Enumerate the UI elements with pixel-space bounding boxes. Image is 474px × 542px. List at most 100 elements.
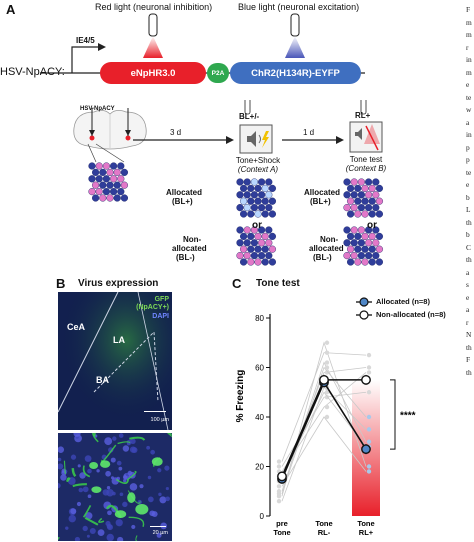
allocated-sub-2: (BL+) xyxy=(310,197,331,206)
cell-cluster-allocated-bl xyxy=(236,178,277,218)
enphr-gene-box: eNpHR3.0 xyxy=(100,62,206,84)
scale-bar-1 xyxy=(144,410,166,412)
p2a-gene-box: P2A xyxy=(207,63,229,83)
significance-bracket xyxy=(390,379,396,450)
scale-label-2: 20 µm xyxy=(152,530,168,536)
blue-light-label: Blue light (neuronal excitation) xyxy=(238,2,360,12)
subject-point xyxy=(366,370,372,375)
cropped-text-line: r xyxy=(466,317,469,327)
subject-point xyxy=(324,390,330,395)
promoter-label: IE4/5 xyxy=(76,36,95,45)
cropped-text-line: w xyxy=(466,105,472,114)
subject-point xyxy=(276,491,282,496)
subject-point xyxy=(324,370,330,375)
nonalloc-label-2a: Non- xyxy=(320,235,339,244)
subject-line xyxy=(281,372,367,472)
subject-point xyxy=(324,395,330,400)
subject-point xyxy=(324,360,330,365)
cropped-text-line: s xyxy=(466,280,469,289)
subject-point xyxy=(366,414,372,420)
cropped-text-line: e xyxy=(466,180,470,189)
cropped-text-line: C xyxy=(466,242,471,252)
allocated-label-1: Allocated xyxy=(166,188,203,197)
cropped-text-line: te xyxy=(466,92,472,102)
cell-cluster-nonallocated-bl xyxy=(236,226,277,266)
subject-point xyxy=(276,464,282,469)
panel-a-letter: A xyxy=(6,2,16,17)
series-point-1 xyxy=(277,471,287,482)
cropped-text-line: in xyxy=(466,55,472,64)
tone-shock-label: Tone+Shock xyxy=(235,156,281,165)
construct-name: HSV-NpACY: xyxy=(0,66,65,78)
subject-point xyxy=(324,340,330,345)
rl-label: RL+ xyxy=(355,111,371,120)
legend-marker-allocated xyxy=(359,297,369,307)
cropped-text-line: in xyxy=(466,130,472,139)
nonalloc-label-2b: allocated xyxy=(309,244,344,253)
nonalloc-label-1b: allocated xyxy=(172,244,207,253)
scale-label-1: 100 µm xyxy=(150,417,169,423)
micrograph-high-mag: 20 µm xyxy=(58,433,172,541)
cropped-text-line: a xyxy=(466,117,470,127)
npacy-legend: (NpACY+) xyxy=(136,304,169,311)
y-tick-label: 20 xyxy=(255,463,264,472)
gfp-legend: GFP xyxy=(154,296,169,303)
panel-c-title: Tone test xyxy=(256,278,300,289)
tone-test-label: Tone test xyxy=(349,155,383,164)
cropped-text-line: th xyxy=(466,367,472,377)
blue-fiber-icon xyxy=(285,13,305,58)
subject-line xyxy=(281,352,367,462)
significance-marker: **** xyxy=(400,411,416,422)
cropped-text-line: r xyxy=(466,42,469,52)
red-fiber-icon xyxy=(143,13,163,58)
or-label-1: or xyxy=(252,220,262,231)
series-point-0 xyxy=(361,444,371,455)
nonalloc-label-2c: (BL-) xyxy=(313,253,332,262)
cropped-text-line: N xyxy=(466,330,472,339)
tone-test-box-icon xyxy=(349,121,383,153)
cropped-text-line: m xyxy=(466,30,472,39)
cropped-text-line: th xyxy=(466,255,472,264)
subject-point xyxy=(276,484,282,489)
subject-point xyxy=(366,390,372,395)
cropped-text-line: b xyxy=(466,192,470,202)
cropped-text-line: b xyxy=(466,230,470,239)
legend-allocated: Allocated (n=8) xyxy=(376,297,430,306)
red-light-label: Red light (neuronal inhibition) xyxy=(95,2,213,12)
y-tick-label: 80 xyxy=(255,314,264,323)
subject-point xyxy=(366,464,372,469)
context-a-label: (Context A) xyxy=(237,165,279,174)
subject-point xyxy=(324,365,330,370)
subject-point xyxy=(276,459,282,464)
cropped-text-line: F xyxy=(466,5,471,14)
cropped-text-line: L xyxy=(466,205,471,214)
micrograph-low-mag: GFP (NpACY+) DAPI CeA LA BA 100 µm xyxy=(58,292,172,430)
la-label: LA xyxy=(113,335,125,345)
tone-shock-box-icon xyxy=(239,124,273,154)
brain-label: HSV-NpACY xyxy=(80,106,115,112)
interval-1d: 1 d xyxy=(303,128,315,137)
y-tick-label: 0 xyxy=(260,512,265,521)
cropped-text-line: e xyxy=(466,80,470,89)
allocated-label-2: Allocated xyxy=(304,188,341,197)
y-tick-label: 40 xyxy=(255,413,264,422)
subject-point xyxy=(366,469,372,474)
panel-b-title: Virus expression xyxy=(78,278,159,289)
bl-label: BL+/- xyxy=(239,112,260,121)
cropped-text-line: a xyxy=(466,267,470,277)
chart-legend: Allocated (n=8) Non-allocated (n=8) xyxy=(354,296,474,324)
cropped-text-line: e xyxy=(466,292,470,302)
ba-label: BA xyxy=(96,375,109,385)
cropped-text-line: F xyxy=(466,355,471,364)
cropped-text-line: a xyxy=(466,305,470,314)
cell-cluster-nonallocated-rl xyxy=(343,226,384,266)
interval-3d: 3 d xyxy=(170,128,182,137)
series-point-1 xyxy=(319,374,329,385)
blue-fiber-small-icon xyxy=(244,100,251,115)
subject-point xyxy=(366,427,372,432)
y-axis-label: % Freezing xyxy=(235,370,246,423)
